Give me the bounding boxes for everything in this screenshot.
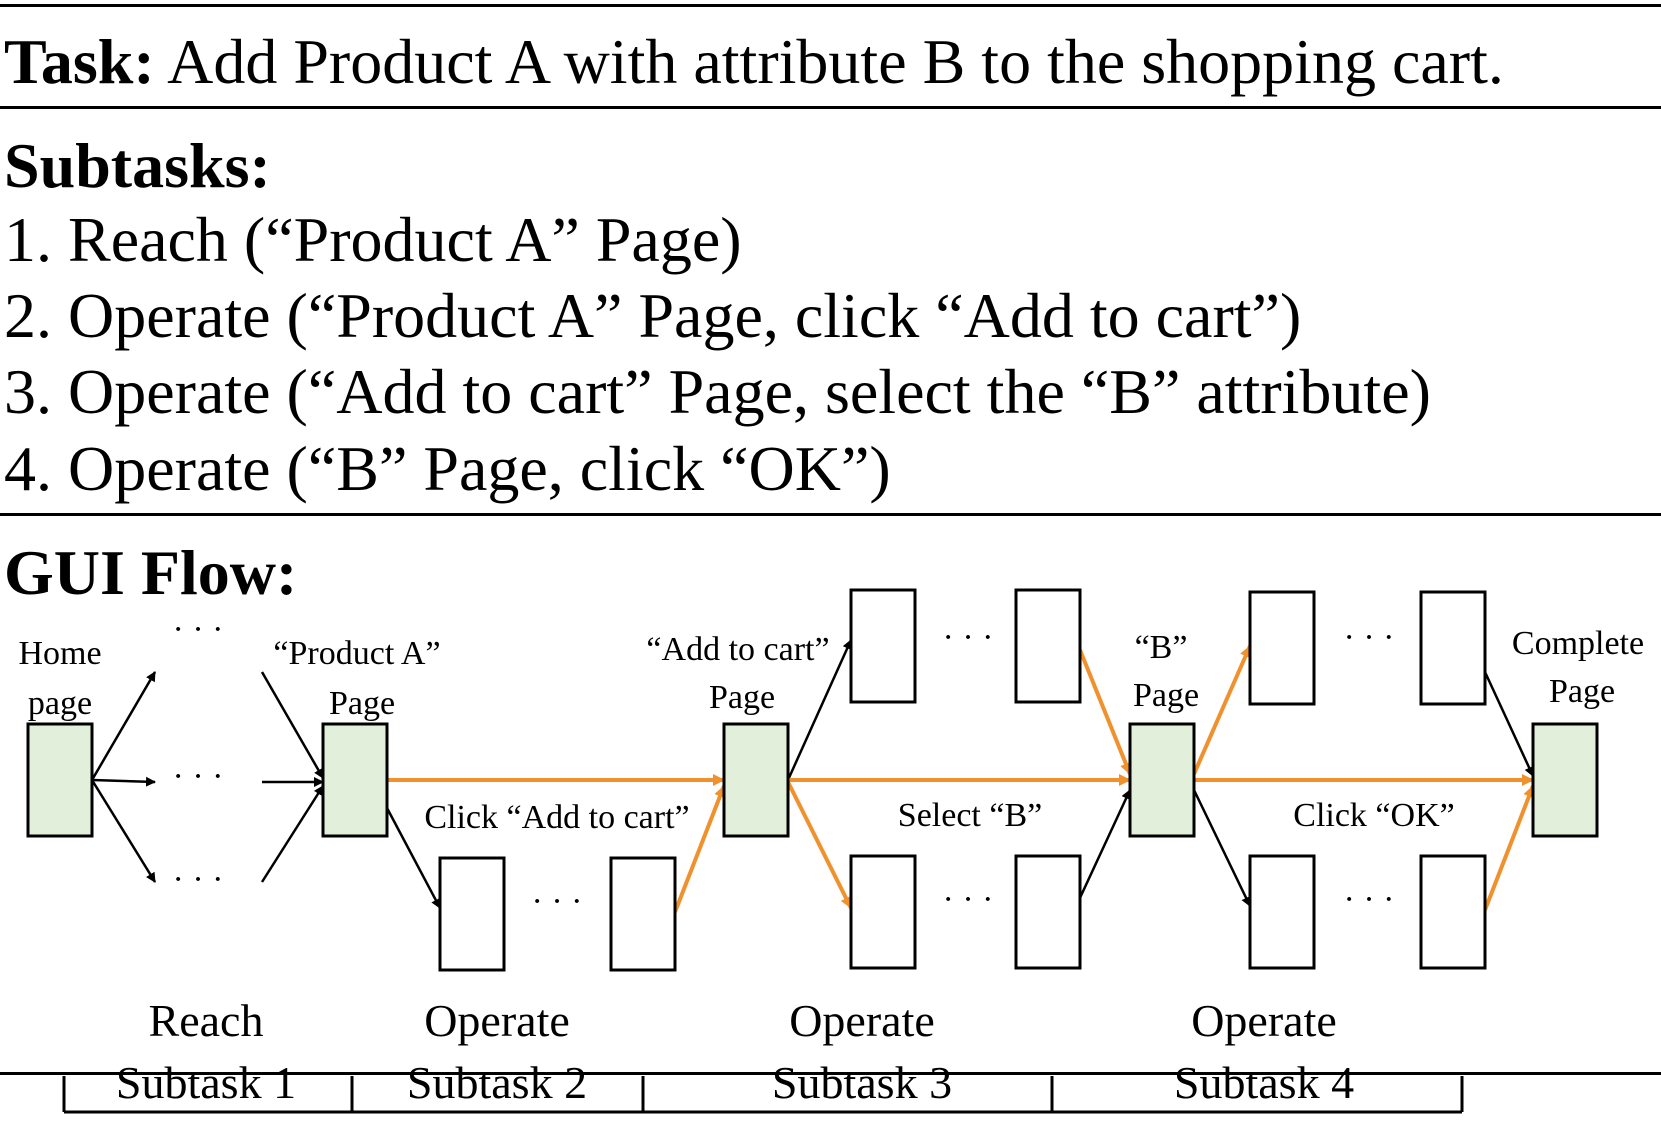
node-add-to-cart-label-2: Page	[709, 679, 775, 716]
task-label: Task:	[4, 26, 155, 97]
phase-2-label-1: Operate	[424, 995, 570, 1046]
gui-flow-heading: GUI Flow:	[4, 537, 298, 608]
phase-2-label-2: Subtask 2	[407, 1057, 587, 1108]
phase-3-label-1: Operate	[789, 995, 935, 1046]
task-rule	[0, 106, 1661, 109]
subtasks-heading: Subtasks:	[4, 130, 271, 201]
subtask-item-2: 2. Operate (“Product A” Page, click “Add…	[4, 280, 1302, 351]
phase-3-label-2: Subtask 3	[772, 1057, 952, 1108]
intermediate-page-node	[1014, 588, 1082, 704]
ellipsis: · · ·	[173, 611, 224, 648]
flow-arrow	[1192, 789, 1252, 907]
subtask-item-1: 1. Reach (“Product A” Page)	[4, 204, 742, 275]
ellipsis: · · ·	[1344, 619, 1395, 656]
flow-arrow	[91, 776, 156, 787]
page-node-product-a	[321, 722, 389, 838]
phase-1-label-2: Subtask 1	[116, 1057, 296, 1108]
highlighted-flow-arrow	[1483, 785, 1535, 911]
edge-label-click-ok: Click “OK”	[1293, 797, 1454, 834]
flow-arrow	[1483, 671, 1535, 777]
subtask-item-4: 4. Operate (“B” Page, click “OK”)	[4, 433, 891, 504]
page-node-home	[26, 722, 94, 838]
task-line: Task: Add Product A with attribute B to …	[4, 30, 1504, 94]
intermediate-page-node	[849, 854, 917, 970]
intermediate-page-node	[1248, 590, 1316, 706]
top-rule	[0, 4, 1661, 7]
page-node-complete	[1531, 722, 1599, 838]
page-node-b	[1128, 722, 1196, 838]
subtask-item-3: 3. Operate (“Add to cart” Page, select t…	[4, 356, 1431, 427]
highlighted-flow-arrow	[786, 781, 853, 909]
intermediate-page-node	[1419, 854, 1487, 970]
page-node-add-to-cart	[722, 722, 790, 838]
intermediate-page-node	[1419, 590, 1487, 706]
edge-label-click-add-to-cart: Click “Add to cart”	[424, 799, 689, 836]
node-product-a-label-2: Page	[329, 685, 395, 722]
node-complete-label-1: Complete	[1512, 625, 1644, 662]
node-b-label-2: Page	[1133, 677, 1199, 714]
node-home-label-1: Home	[18, 635, 101, 672]
phase-4-label-1: Operate	[1191, 995, 1337, 1046]
ellipsis: · · ·	[943, 881, 994, 918]
ellipsis: · · ·	[173, 758, 224, 795]
subtasks-rule	[0, 513, 1661, 516]
node-complete-label-2: Page	[1549, 673, 1615, 710]
flow-arrow	[385, 807, 442, 909]
ellipsis: · · ·	[943, 619, 994, 656]
highlighted-flow-arrow	[1078, 649, 1132, 775]
node-product-a-label-1: “Product A”	[273, 635, 440, 672]
ellipsis: · · ·	[173, 861, 224, 898]
flow-arrow	[90, 671, 157, 781]
highlighted-flow-arrow	[1192, 645, 1252, 775]
phase-1-label-1: Reach	[149, 995, 264, 1046]
flow-arrow	[786, 639, 853, 781]
ellipsis: · · ·	[532, 883, 583, 920]
flow-arrow	[90, 779, 157, 883]
intermediate-page-node	[849, 588, 917, 704]
node-b-label-1: “B”	[1135, 629, 1188, 666]
flow-arrow	[260, 785, 325, 883]
bottom-rule	[0, 1072, 1661, 1075]
flow-arrow	[260, 671, 325, 779]
task-text: Add Product A with attribute B to the sh…	[167, 26, 1504, 97]
intermediate-page-node	[609, 856, 677, 972]
node-add-to-cart-label-1: “Add to cart”	[646, 631, 829, 668]
intermediate-page-node	[438, 856, 506, 972]
intermediate-page-node	[1248, 854, 1316, 970]
intermediate-page-node	[1014, 854, 1082, 970]
node-home-label-2: page	[28, 685, 92, 722]
flow-arrow	[1077, 789, 1132, 901]
highlighted-flow-arrow	[673, 785, 726, 913]
edge-label-select-b: Select “B”	[898, 797, 1042, 834]
ellipsis: · · ·	[1344, 881, 1395, 918]
phase-4-label-2: Subtask 4	[1174, 1057, 1354, 1108]
